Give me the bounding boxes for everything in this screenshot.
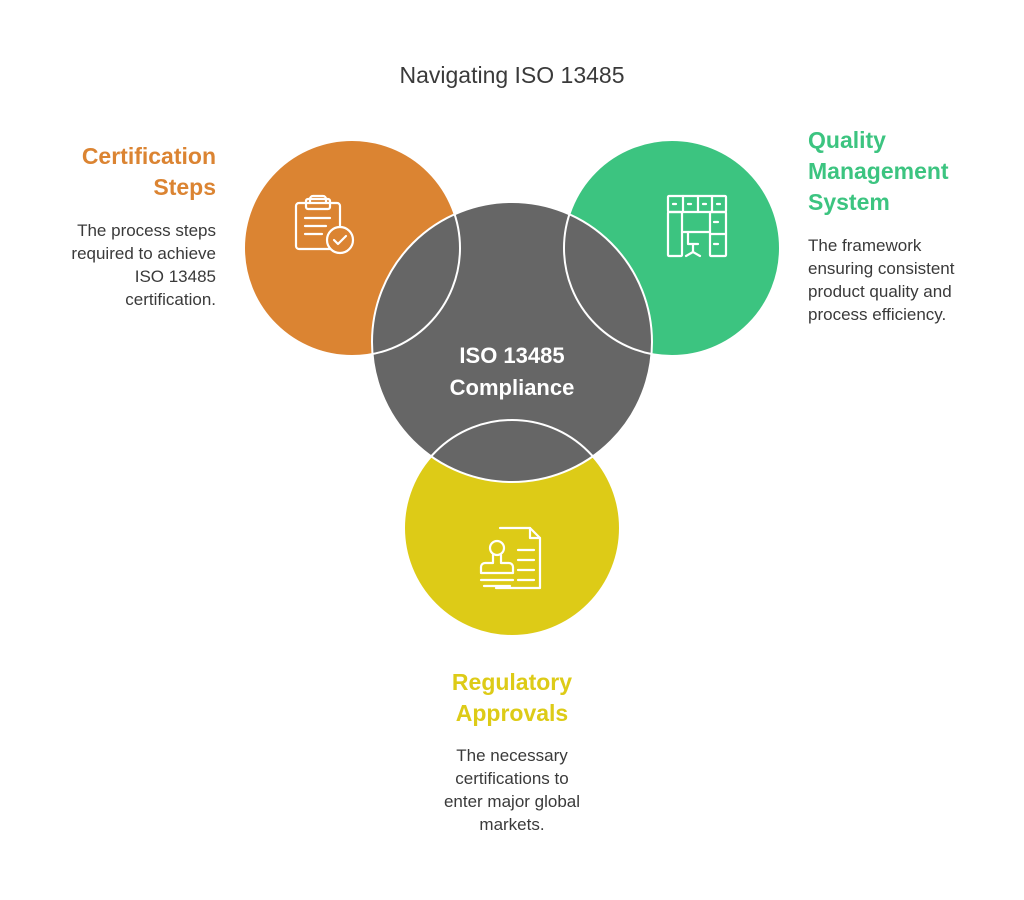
certification-desc-line: certification.	[125, 290, 216, 309]
regulatory-outline	[403, 419, 621, 637]
diagram-title: Navigating ISO 13485	[399, 62, 625, 88]
regulatory-heading-line1: Regulatory	[451, 669, 573, 695]
quality-heading-line2: Management	[808, 158, 949, 184]
center-label: ISO 13485 Compliance	[392, 340, 632, 404]
quality-desc-line: ensuring consistent	[808, 259, 955, 278]
certification-heading-line2: Steps	[153, 174, 216, 200]
regulatory-desc-line: enter major global	[443, 792, 581, 811]
stamp-document-icon	[479, 526, 542, 590]
center-label-line1: ISO 13485	[459, 343, 565, 368]
quality-desc-line: product quality and	[808, 282, 952, 301]
regulatory-desc-line: markets.	[479, 815, 545, 834]
regulatory-heading-line2: Approvals	[455, 700, 569, 726]
quality-outline	[563, 139, 781, 357]
regulatory-desc-line: The necessary	[456, 746, 568, 765]
certification-desc-line: The process steps	[77, 221, 216, 240]
clipboard-check-icon	[294, 194, 355, 255]
regulatory-description: The necessary certifications to enter ma…	[392, 744, 632, 836]
quality-heading-line1: Quality	[808, 127, 886, 153]
compliance-outline	[371, 201, 653, 483]
certification-outline	[243, 139, 461, 357]
quality-desc-line: process efficiency.	[808, 305, 947, 324]
quality-description: The framework ensuring consistent produc…	[808, 234, 1008, 326]
quality-heading: Quality Management System	[808, 125, 1008, 218]
regulatory-heading: Regulatory Approvals	[392, 667, 632, 729]
certification-description: The process steps required to achieve IS…	[24, 219, 216, 311]
regulatory-desc-line: certifications to	[455, 769, 569, 788]
certification-desc-line: ISO 13485	[134, 267, 216, 286]
certification-heading-line1: Certification	[81, 143, 216, 169]
center-label-line2: Compliance	[449, 375, 575, 400]
office-cabinet-desk-icon	[666, 194, 728, 258]
quality-heading-line3: System	[808, 189, 890, 215]
certification-heading: Certification Steps	[24, 141, 216, 203]
quality-desc-line: The framework	[808, 236, 922, 255]
compliance-circle	[372, 202, 652, 482]
certification-desc-line: required to achieve	[71, 244, 216, 263]
